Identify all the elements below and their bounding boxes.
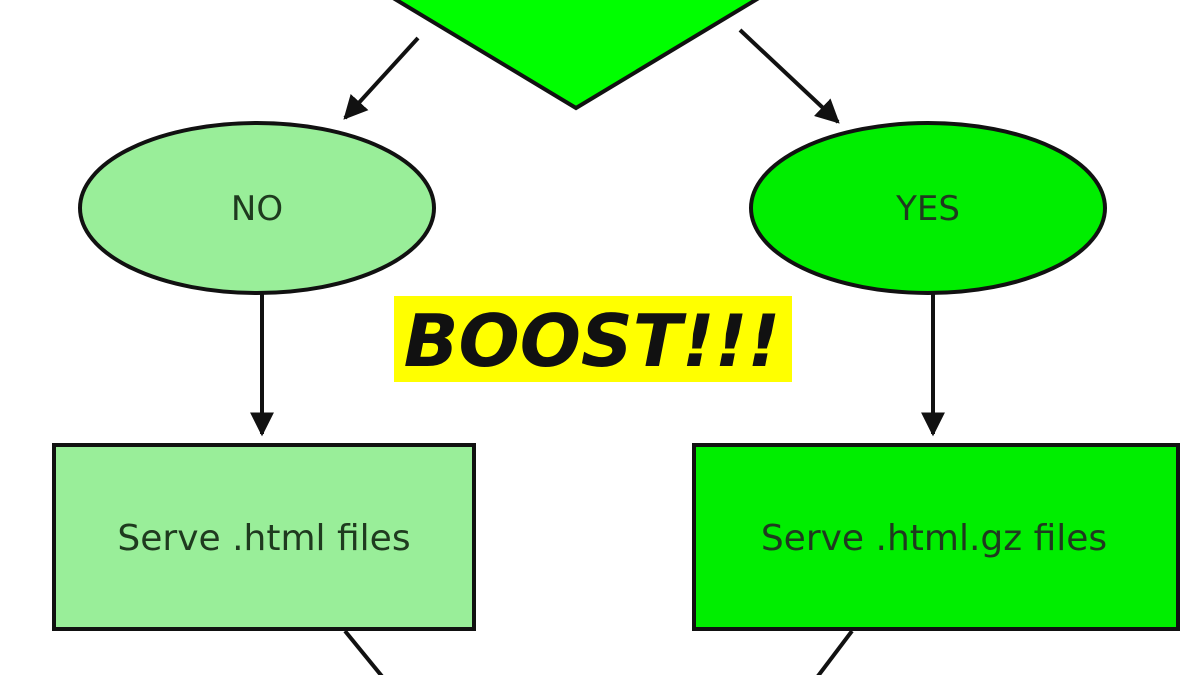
no-label: NO (231, 189, 283, 229)
decision-diamond (392, 0, 760, 111)
no-ellipse (78, 121, 436, 295)
boost-highlight-bg (394, 296, 792, 382)
connector-serve-html-out (343, 629, 384, 675)
connector-serve-gz-out (816, 629, 854, 675)
yes-ellipse (749, 121, 1107, 295)
serve-gz-label: Serve .html.gz files (761, 518, 1107, 559)
arrow-decision-to-no (343, 36, 420, 120)
arrow-decision-to-yes (738, 28, 840, 124)
serve-gz-box (692, 443, 1180, 631)
yes-label: YES (895, 189, 960, 229)
serve-html-label: Serve .html files (117, 518, 410, 559)
boost-text: BOOST!!! (404, 299, 781, 383)
serve-html-box (52, 443, 476, 631)
